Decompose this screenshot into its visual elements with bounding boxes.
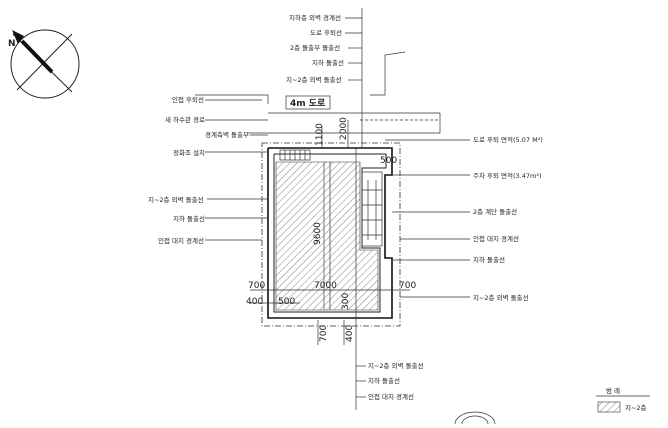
top-label-2: 도로 후퇴선 <box>310 28 342 37</box>
dim-width: 7000 <box>314 281 337 291</box>
right-label-3: 2층 계단 돌출선 <box>473 207 517 216</box>
left-label-4: 정화조 설치 <box>173 148 205 157</box>
bottom-label-1: 지~2층 외벽 돌출선 <box>368 361 424 370</box>
road-label: 4m 도로 <box>290 98 326 109</box>
legend-item: 지~2층 <box>625 403 647 412</box>
bottom-labels: 지~2층 외벽 돌출선 지하 돌출선 인접 대지 경계선 <box>356 361 424 401</box>
dim-height: 9600 <box>313 222 323 245</box>
dim-left-500: 500 <box>278 297 295 307</box>
stair <box>279 149 383 247</box>
right-label-5: 지하 돌출선 <box>473 255 505 264</box>
dim-bottom-400: 400 <box>345 325 355 342</box>
top-label-3: 2층 돌출부 돌출선 <box>290 43 340 52</box>
legend: 범 례 지~2층 <box>596 386 650 413</box>
road-lines <box>195 51 441 134</box>
top-label-4: 지하 돌출선 <box>312 58 344 67</box>
bottom-label-3: 인접 대지 경계선 <box>368 392 414 401</box>
left-label-2: 새 하수관 경로 <box>165 115 205 124</box>
dimension-texts: 1100 2000 500 9600 700 7000 700 400 500 … <box>246 117 416 342</box>
left-label-3: 경계측벽 돌출부 <box>205 130 249 139</box>
dim-right-700: 700 <box>399 281 416 291</box>
dim-left-400: 400 <box>246 297 263 307</box>
dim-top-2: 2000 <box>339 117 349 140</box>
north-arrow: N <box>8 29 80 99</box>
top-label-5: 지~2층 외벽 돌출선 <box>286 75 342 84</box>
right-label-4: 인접 대지 경계선 <box>473 234 519 243</box>
left-label-5: 지~2층 외벽 돌출선 <box>148 195 204 204</box>
lot-boundary <box>261 142 401 327</box>
left-label-7: 인접 대지 경계선 <box>158 236 204 245</box>
left-label-6: 지하 돌출선 <box>173 214 205 223</box>
right-labels: 도로 후퇴 면적(5.07 M²) 주차 후퇴 면적(3.47m²) 2층 계단… <box>385 135 543 302</box>
north-mark: N <box>8 39 16 49</box>
legend-swatch <box>597 401 621 413</box>
dim-bottom-700: 700 <box>319 325 329 342</box>
left-labels: 인접 후퇴선 새 하수관 경로 경계측벽 돌출부 정화조 설치 지~2층 외벽 … <box>148 95 268 245</box>
right-label-1: 도로 후퇴 면적(5.07 M²) <box>473 135 543 144</box>
dim-left-700: 700 <box>248 281 265 291</box>
top-labels: 지하층 외벽 경계선 도로 후퇴선 2층 돌출부 돌출선 지하 돌출선 지~2층… <box>286 13 362 84</box>
building-outline <box>267 147 393 319</box>
dim-right-setback: 500 <box>380 156 397 166</box>
stamp <box>454 411 496 425</box>
bottom-label-2: 지하 돌출선 <box>368 376 400 385</box>
right-label-6: 지~2층 외벽 돌출선 <box>473 293 529 302</box>
dim-top-1: 1100 <box>315 123 325 146</box>
left-label-1: 인접 후퇴선 <box>172 95 204 104</box>
legend-title: 범 례 <box>606 386 620 395</box>
dim-bottom-300: 300 <box>341 293 351 310</box>
hatched-area <box>275 161 379 311</box>
top-label-1: 지하층 외벽 경계선 <box>289 13 341 22</box>
right-label-2: 주차 후퇴 면적(3.47m²) <box>473 171 542 180</box>
dimension-lines <box>250 120 410 345</box>
